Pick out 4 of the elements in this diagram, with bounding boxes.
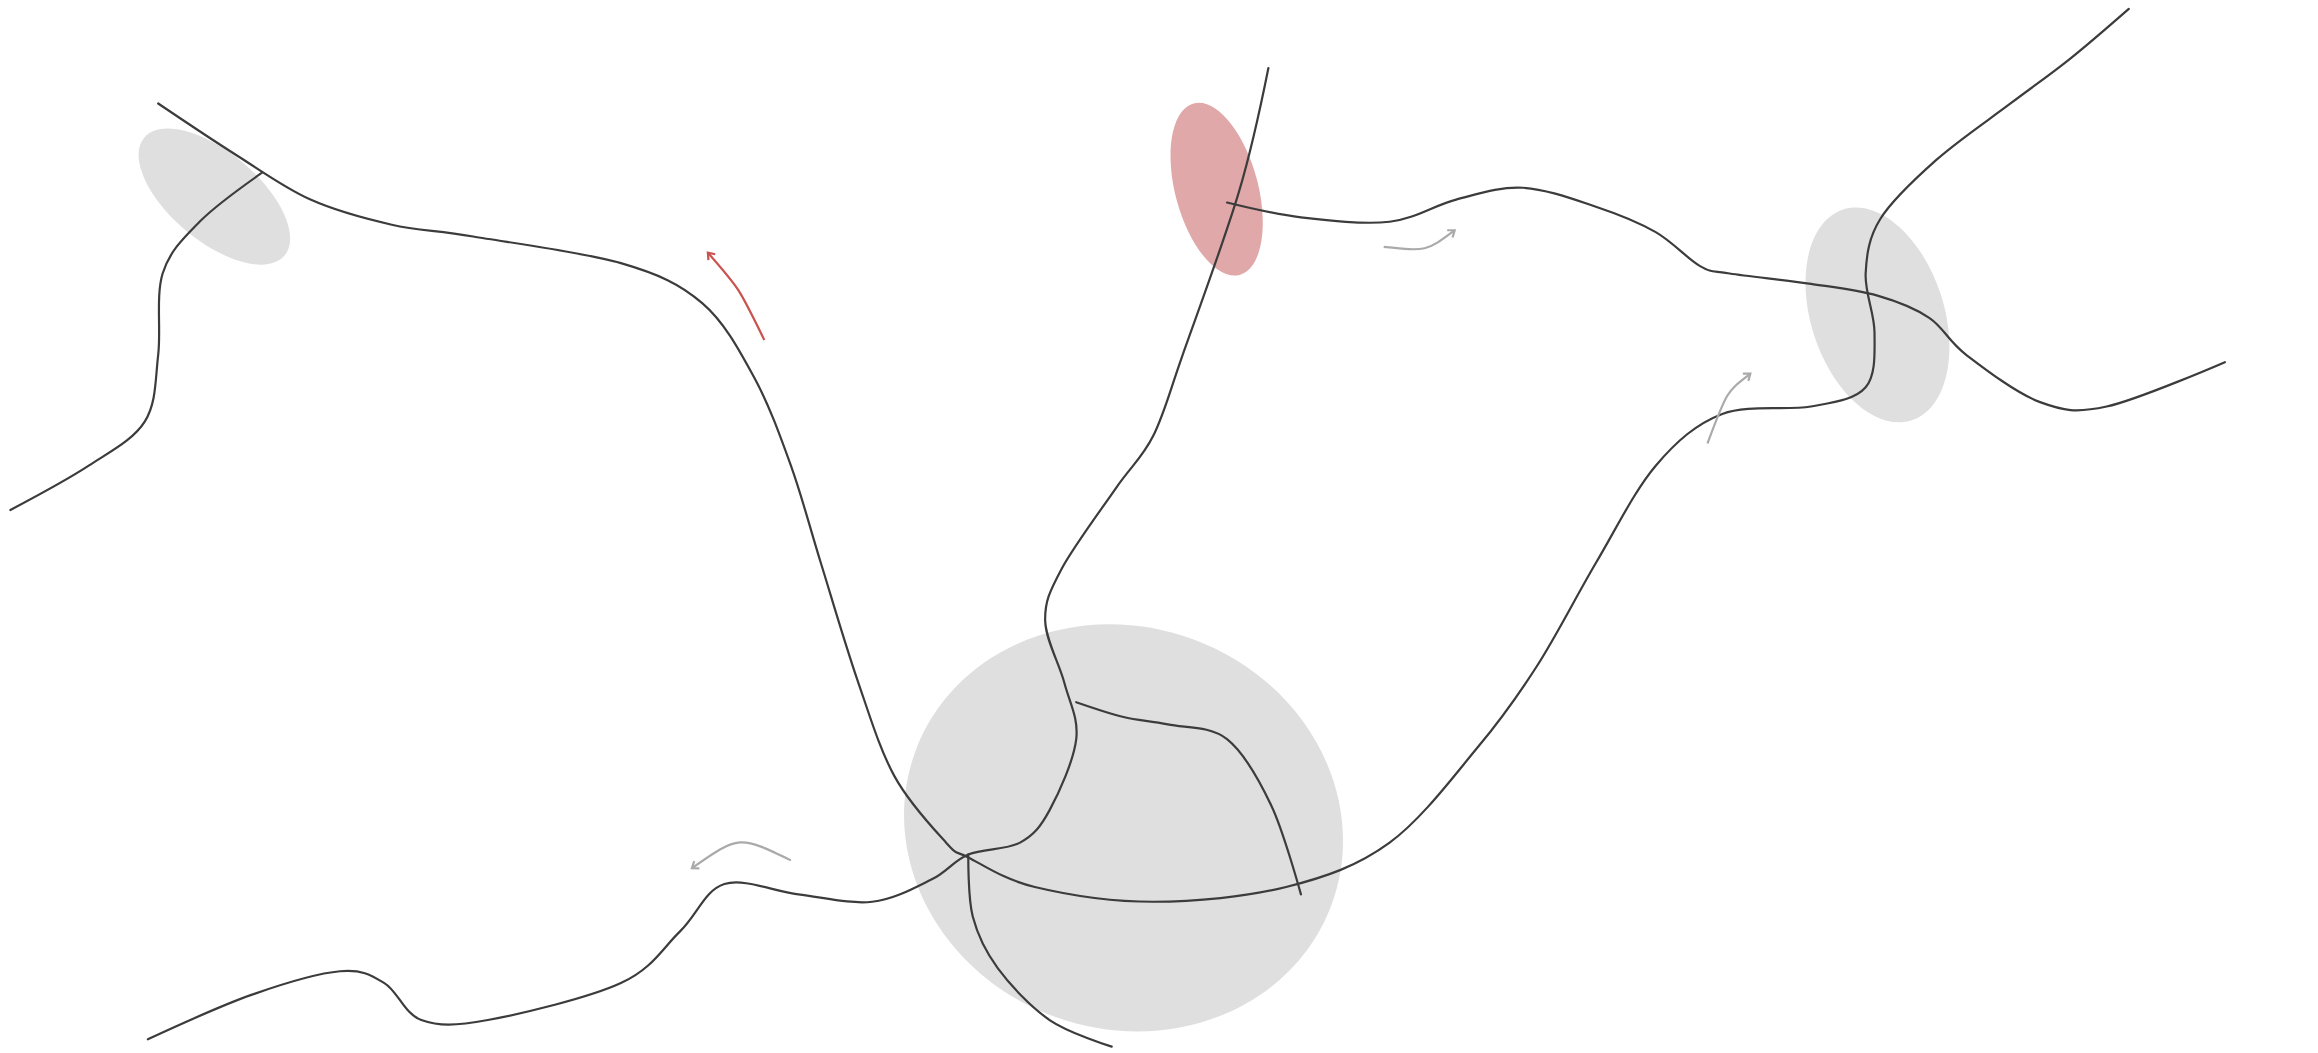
ellipse-region (1170, 103, 1263, 276)
ellipse-region (1805, 207, 1950, 423)
ellipse-region (904, 624, 1343, 1032)
ellipse-region (138, 128, 291, 265)
